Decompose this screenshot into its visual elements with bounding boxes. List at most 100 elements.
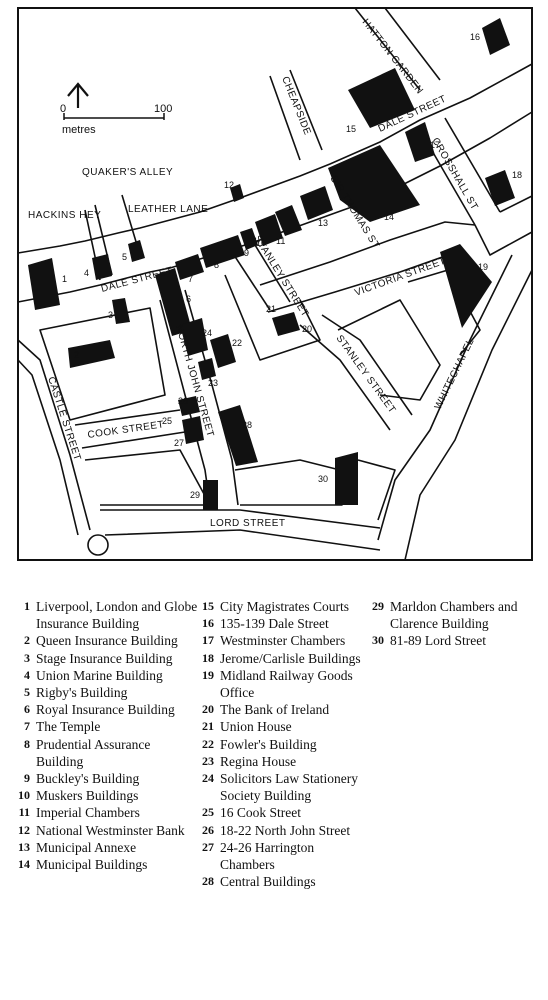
- legend-number: 25: [202, 805, 214, 820]
- building-26: [178, 396, 200, 416]
- legend-text: 18-22 North John Street: [220, 822, 351, 838]
- scale-unit: metres: [62, 124, 96, 136]
- legend-text: 16 Cook Street: [220, 805, 301, 821]
- legend-text: Midland Railway Goods Office: [220, 667, 353, 701]
- legend-text: Royal Insurance Building: [36, 702, 175, 718]
- legend-text: Buckley's Building: [36, 771, 140, 787]
- legend-text: Muskers Buildings: [36, 788, 139, 804]
- legend-number: 10: [18, 788, 30, 803]
- num-26: 26: [178, 396, 188, 406]
- legend-number: 27: [202, 839, 214, 854]
- building-29: [203, 480, 218, 510]
- legend-item: 5 Rigby's Building: [8, 684, 198, 701]
- scale-max: 100: [154, 103, 172, 115]
- legend-item: 23 Regina House: [192, 753, 368, 770]
- num-30: 30: [318, 474, 328, 484]
- legend-text: Regina House: [220, 753, 297, 769]
- legend-item: 17 Westminster Chambers: [192, 632, 368, 649]
- legend-number: 15: [202, 599, 214, 613]
- legend-number: 17: [202, 633, 214, 648]
- legend-text: Rigby's Building: [36, 685, 128, 701]
- num-19: 19: [478, 262, 488, 272]
- legend-number: 23: [202, 753, 214, 768]
- building-3: [112, 298, 130, 324]
- label-quakers-alley: QUAKER'S ALLEY: [82, 167, 173, 178]
- building-14: [328, 145, 420, 222]
- num-6: 6: [186, 294, 191, 304]
- num-24: 24: [202, 328, 212, 338]
- building-8: [200, 235, 245, 268]
- legend-item: 16 135-139 Dale Street: [192, 615, 368, 632]
- num-2: 2: [74, 350, 79, 360]
- building-6: [155, 268, 192, 336]
- building-18: [485, 170, 515, 206]
- building-24: [180, 318, 208, 356]
- building-27: [182, 416, 204, 444]
- legend-number: 16: [202, 616, 214, 631]
- legend-text: Municipal Annexe: [36, 839, 137, 855]
- num-7: 7: [188, 274, 193, 284]
- legend-number: 9: [24, 771, 30, 786]
- building-11: [275, 205, 302, 236]
- legend-text: Stage Insurance Building: [36, 650, 173, 666]
- legend-text: Union Marine Building: [36, 667, 163, 683]
- legend-text: The Temple: [36, 719, 101, 735]
- building-7: [175, 254, 204, 280]
- building-28: [218, 405, 258, 466]
- legend-number: 8: [24, 736, 30, 751]
- building-5: [128, 240, 145, 262]
- num-16: 16: [470, 32, 480, 42]
- building-1: [28, 258, 60, 310]
- legend-number: 3: [24, 650, 30, 665]
- num-8: 8: [214, 260, 219, 270]
- legend-number: 21: [202, 719, 214, 734]
- legend-item: 9 Buckley's Building: [8, 770, 198, 787]
- legend-number: 5: [24, 685, 30, 700]
- legend-number: 2: [24, 633, 30, 648]
- num-28: 28: [242, 420, 252, 430]
- legend-text: Prudential Assurance Building: [36, 736, 151, 769]
- num-15: 15: [346, 124, 356, 134]
- legend-item: 3 Stage Insurance Building: [8, 650, 198, 667]
- building-4: [92, 254, 112, 280]
- building-17: [405, 122, 435, 162]
- legend-text: Fowler's Building: [220, 736, 317, 752]
- num-1: 1: [62, 274, 67, 284]
- num-27: 27: [174, 438, 184, 448]
- legend-number: 7: [24, 719, 30, 734]
- legend-text: 135-139 Dale Street: [220, 616, 329, 632]
- building-15: [348, 68, 415, 128]
- legend-text: Westminster Chambers: [220, 633, 346, 649]
- num-18: 18: [512, 170, 522, 180]
- num-21: 21: [266, 304, 276, 314]
- legend-number: 29: [372, 599, 384, 613]
- num-5: 5: [122, 252, 127, 262]
- building-10: [255, 214, 283, 246]
- scale-bar: [63, 113, 165, 120]
- num-13: 13: [318, 218, 328, 228]
- num-11: 11: [276, 236, 285, 246]
- plaza-circle: [87, 534, 109, 556]
- num-9: 9: [244, 248, 249, 258]
- label-hackins-hey: HACKINS HEY: [28, 210, 101, 221]
- legend-number: 14: [18, 857, 30, 872]
- building-9: [240, 228, 258, 250]
- legend-number: 20: [202, 702, 214, 717]
- legend-item: 25 16 Cook Street: [192, 804, 368, 821]
- north-arrow: [67, 82, 89, 108]
- legend-number: 26: [202, 822, 214, 837]
- building-19: [440, 244, 492, 328]
